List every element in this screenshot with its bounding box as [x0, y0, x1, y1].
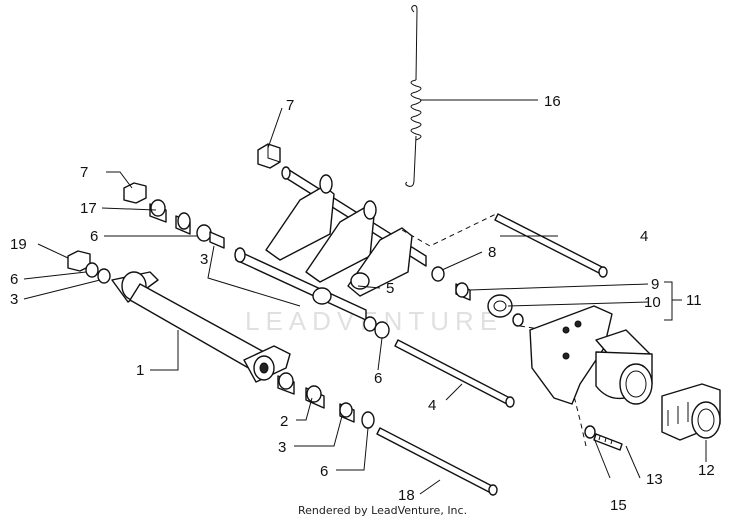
callout-12: 12 [698, 462, 715, 479]
callout-8: 8 [488, 244, 496, 261]
washer-part-6-lower [361, 411, 375, 429]
callout-6-upper: 6 [90, 228, 98, 245]
callout-9: 9 [651, 276, 659, 293]
callout-13: 13 [646, 471, 663, 488]
washer-part-6-upper [196, 224, 212, 242]
callout-7-top: 7 [286, 97, 294, 114]
callout-3-mid: 3 [200, 251, 208, 268]
callout-15: 15 [610, 497, 627, 514]
pivot-tube-part-1 [111, 271, 291, 383]
leader-lines [23, 99, 707, 495]
callout-6-left: 6 [10, 271, 18, 288]
footer-credit: Rendered by LeadVenture, Inc. [298, 504, 467, 517]
washer-part-15 [584, 425, 596, 439]
washer-part-3-left [97, 268, 111, 284]
callout-4-upper: 4 [640, 228, 648, 245]
swing-arm-assembly [234, 166, 427, 321]
bracket-part-11 [529, 305, 653, 405]
callout-6-mid: 6 [374, 370, 382, 387]
callout-10: 10 [644, 294, 661, 311]
rod-part-4-lower [394, 339, 515, 408]
callout-18: 18 [398, 487, 415, 504]
callout-labels: 7 16 7 17 6 19 6 3 3 4 8 5 9 10 11 1 6 4… [10, 93, 715, 514]
rod-part-18 [376, 427, 498, 496]
callout-5: 5 [386, 280, 394, 297]
alignment-line-1 [401, 213, 497, 247]
spacer-part-3-mid [363, 316, 377, 332]
callout-4-lower: 4 [428, 397, 436, 414]
spacer-parts-8-9-10 [431, 266, 524, 327]
bushing-part-7-left [123, 182, 147, 204]
bolt-part-13 [584, 425, 623, 451]
callout-16: 16 [544, 93, 561, 110]
lower-small-parts [277, 316, 390, 429]
washer-part-6-mid [374, 321, 390, 339]
callout-19: 19 [10, 236, 27, 253]
callout-3-lower: 3 [278, 439, 286, 456]
cap-part-12 [661, 383, 721, 441]
left-small-parts [67, 182, 225, 284]
callout-11: 11 [686, 292, 702, 309]
bushing-part-7-top [257, 143, 281, 169]
spring-part-16 [405, 5, 422, 187]
callout-7-left: 7 [80, 164, 88, 181]
washer-part-6-left [85, 262, 99, 278]
callout-17: 17 [80, 200, 97, 217]
callout-2: 2 [280, 413, 288, 430]
callout-1: 1 [136, 362, 144, 379]
rod-part-4-upper [494, 213, 608, 278]
callout-3-left: 3 [10, 291, 18, 308]
callout-6-lower: 6 [320, 463, 328, 480]
